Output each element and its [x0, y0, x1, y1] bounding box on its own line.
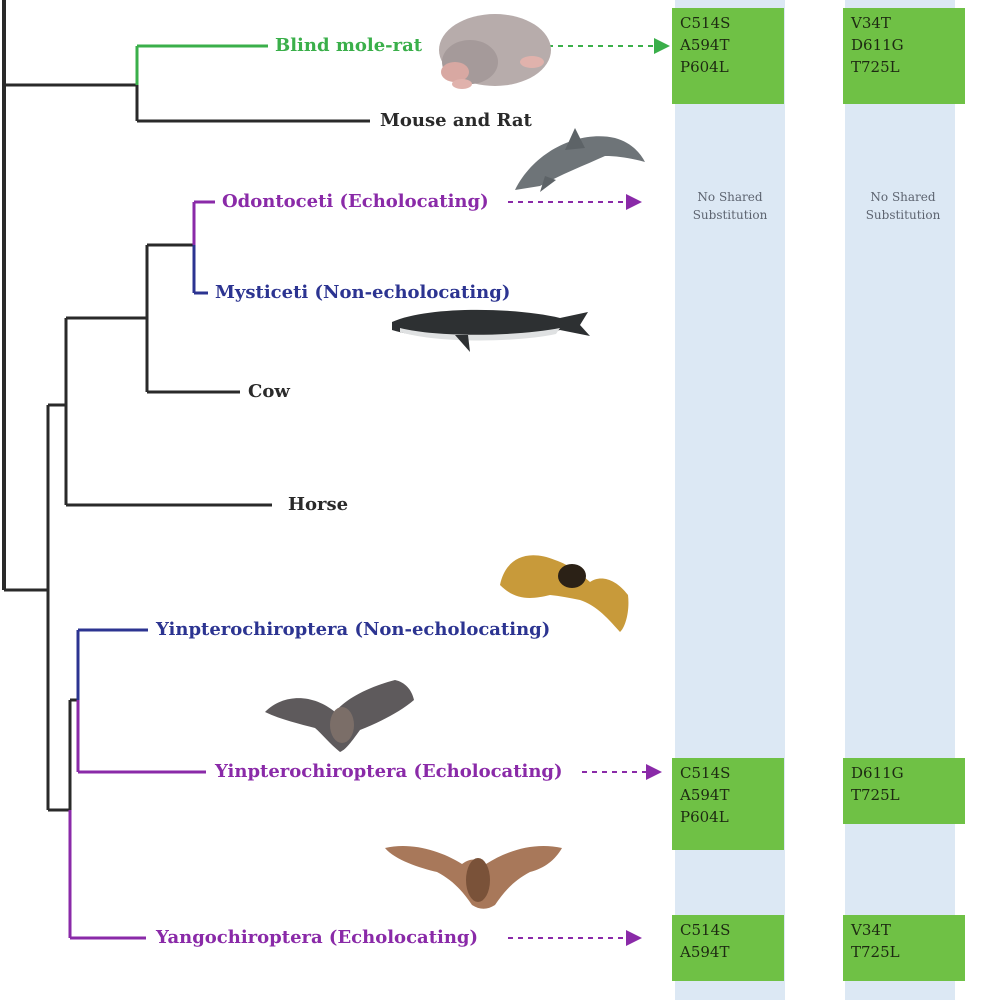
taxon-yinpt-echo: Yinpterochiroptera (Echolocating): [215, 761, 563, 782]
taxon-mysticeti: Mysticeti (Non-echolocating): [215, 282, 511, 303]
substitution: P604L: [680, 808, 729, 826]
taxon-cow: Cow: [248, 381, 290, 402]
substitution: T725L: [851, 786, 900, 804]
substitution-column-2: [845, 0, 955, 1000]
substitution: V34T: [851, 921, 891, 939]
fruit-bat-icon: [500, 555, 629, 632]
substitution-box-col1-mole-rat: C514S A594T P604L: [672, 8, 784, 104]
substitution: T725L: [851, 58, 900, 76]
no-shared-note-col1: No Shared Substitution: [692, 190, 768, 222]
substitution-box-col1-yango: C514S A594T: [672, 915, 784, 981]
taxon-mouse-rat: Mouse and Rat: [380, 110, 532, 131]
dolphin-icon: [515, 128, 645, 192]
substitution-box-col2-yinpt: D611G T725L: [843, 758, 965, 824]
substitution: D611G: [851, 764, 904, 782]
no-shared-note-col2: No Shared Substitution: [865, 190, 941, 222]
substitution: A594T: [680, 943, 730, 961]
substitution: C514S: [680, 764, 731, 782]
taxon-yango-echo: Yangochiroptera (Echolocating): [156, 927, 479, 948]
substitution: D611G: [851, 36, 904, 54]
substitution: A594T: [680, 786, 730, 804]
substitution: C514S: [680, 14, 731, 32]
brown-bat-icon: [385, 845, 562, 909]
substitution-box-col2-mole-rat: V34T D611G T725L: [843, 8, 965, 104]
substitution: C514S: [680, 921, 731, 939]
substitution: T725L: [851, 943, 900, 961]
mole-rat-icon: [439, 14, 551, 89]
microbat-icon: [265, 680, 414, 752]
substitution: V34T: [851, 14, 891, 32]
substitution-box-col2-yango: V34T T725L: [843, 915, 965, 981]
taxon-blind-mole-rat: Blind mole-rat: [275, 35, 423, 56]
substitution: A594T: [680, 36, 730, 54]
taxon-yinpt-non: Yinpterochiroptera (Non-echolocating): [156, 619, 551, 640]
substitution: P604L: [680, 58, 729, 76]
substitution-box-col1-yinpt: C514S A594T P604L: [672, 758, 784, 850]
taxon-horse: Horse: [288, 494, 349, 515]
whale-icon: [392, 309, 590, 352]
taxon-odontoceti: Odontoceti (Echolocating): [222, 191, 489, 212]
